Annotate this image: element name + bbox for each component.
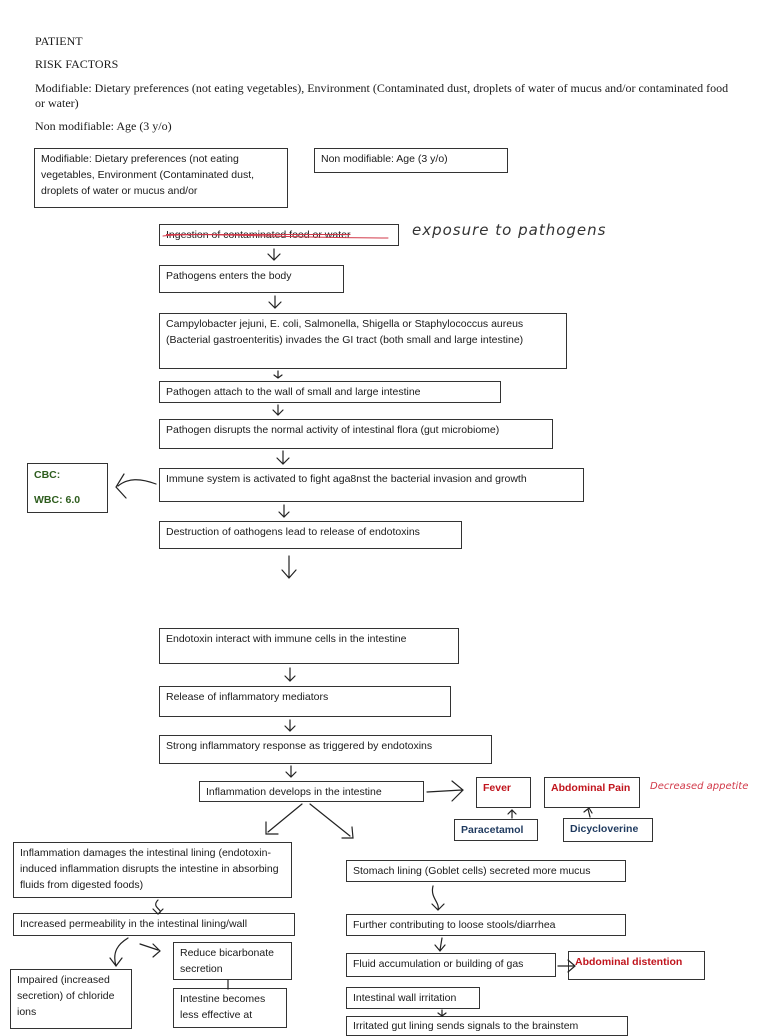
destruction-box: Destruction of oathogens lead to release… [159,521,462,549]
arrow-to-cbc [115,473,157,499]
release-mediators-box: Release of inflammatory mediators [159,686,451,717]
distention-box: Abdominal distention [568,951,705,980]
nonmodifiable-box: Non modifiable: Age (3 y/o) [314,148,508,173]
strong-response-box: Strong inflammatory response as triggere… [159,735,492,764]
arrow-to-bicarbonate [139,943,161,958]
arrow-paracetamol-fever [507,809,517,819]
modifiable-box: Modifiable: Dietary preferences (not eat… [34,148,288,208]
arrow-down-4 [272,404,284,416]
arrow-down-7 [284,667,296,682]
cbc-box: CBC: WBC: 6.0 [27,463,108,513]
arrow-down-9 [285,765,297,778]
appetite-handwritten: Decreased appetite [650,781,749,792]
nonmodifiable-text: Non modifiable: Age (3 y/o) [35,119,172,133]
patient-heading: PATIENT [35,34,83,48]
arrow-to-fever [426,780,464,802]
goblet-box: Stomach lining (Goblet cells) secreted m… [346,860,626,882]
dicycloverine-box: Dicycloverine [563,818,653,842]
bicarbonate-box: Reduce bicarbonate secretion [173,942,292,980]
disrupts-box: Pathogen disrupts the normal activity of… [159,419,553,449]
damages-lining-box: Inflammation damages the intestinal lini… [13,842,292,898]
arrow-down-1 [267,248,281,261]
arrow-down-5 [276,450,290,465]
loose-stools-box: Further contributing to loose stools/dia… [346,914,626,936]
wbc-value: WBC: 6.0 [34,494,81,506]
paracetamol-box: Paracetamol [454,819,538,841]
permeability-box: Increased permeability in the intestinal… [13,913,295,936]
irritated-gut-box: Irritated gut lining sends signals to th… [346,1016,628,1036]
pathogens-enter-box: Pathogens enters the body [159,265,344,293]
fluid-box: Fluid accumulation or building of gas [346,953,556,977]
arrow-down-r2 [434,937,446,952]
arrow-split-right [309,803,354,839]
exposure-handwritten: exposure to pathogens [412,221,607,239]
wall-irritation-box: Intestinal wall irritation [346,987,480,1009]
arrow-down-r1 [431,885,445,911]
chloride-box: Impaired (increased secretion) of chlori… [10,969,132,1029]
cbc-label: CBC: [34,469,61,481]
arrow-down-2 [268,295,282,309]
less-effective-box: Intestine becomes less effective at [173,988,287,1028]
attach-box: Pathogen attach to the wall of small and… [159,381,501,403]
arrow-down-6 [278,504,290,518]
arrow-down-8 [284,719,296,732]
bacteria-box: Campylobacter jejuni, E. coli, Salmonell… [159,313,567,369]
immune-box: Immune system is activated to fight aga8… [159,468,584,502]
risk-factors-heading: RISK FACTORS [35,57,119,71]
inflammation-box: Inflammation develops in the intestine [199,781,424,802]
ingestion-box: Ingestion of contaminated food or water [159,224,399,246]
ingestion-label: Ingestion of contaminated food or water [166,229,351,241]
abdominal-pain-box: Abdominal Pain [544,777,640,808]
arrow-down-left [152,899,164,915]
endotoxin-interact-box: Endotoxin interact with immune cells in … [159,628,459,664]
arrow-down-3 [273,370,283,379]
arrow-down-big [281,555,297,579]
arrow-split-left [265,803,303,835]
modifiable-text: Modifiable: Dietary preferences (not eat… [35,81,729,110]
arrow-to-chloride [109,937,129,967]
arrow-dicycloverine-pain [583,807,593,818]
fever-box: Fever [476,777,531,808]
